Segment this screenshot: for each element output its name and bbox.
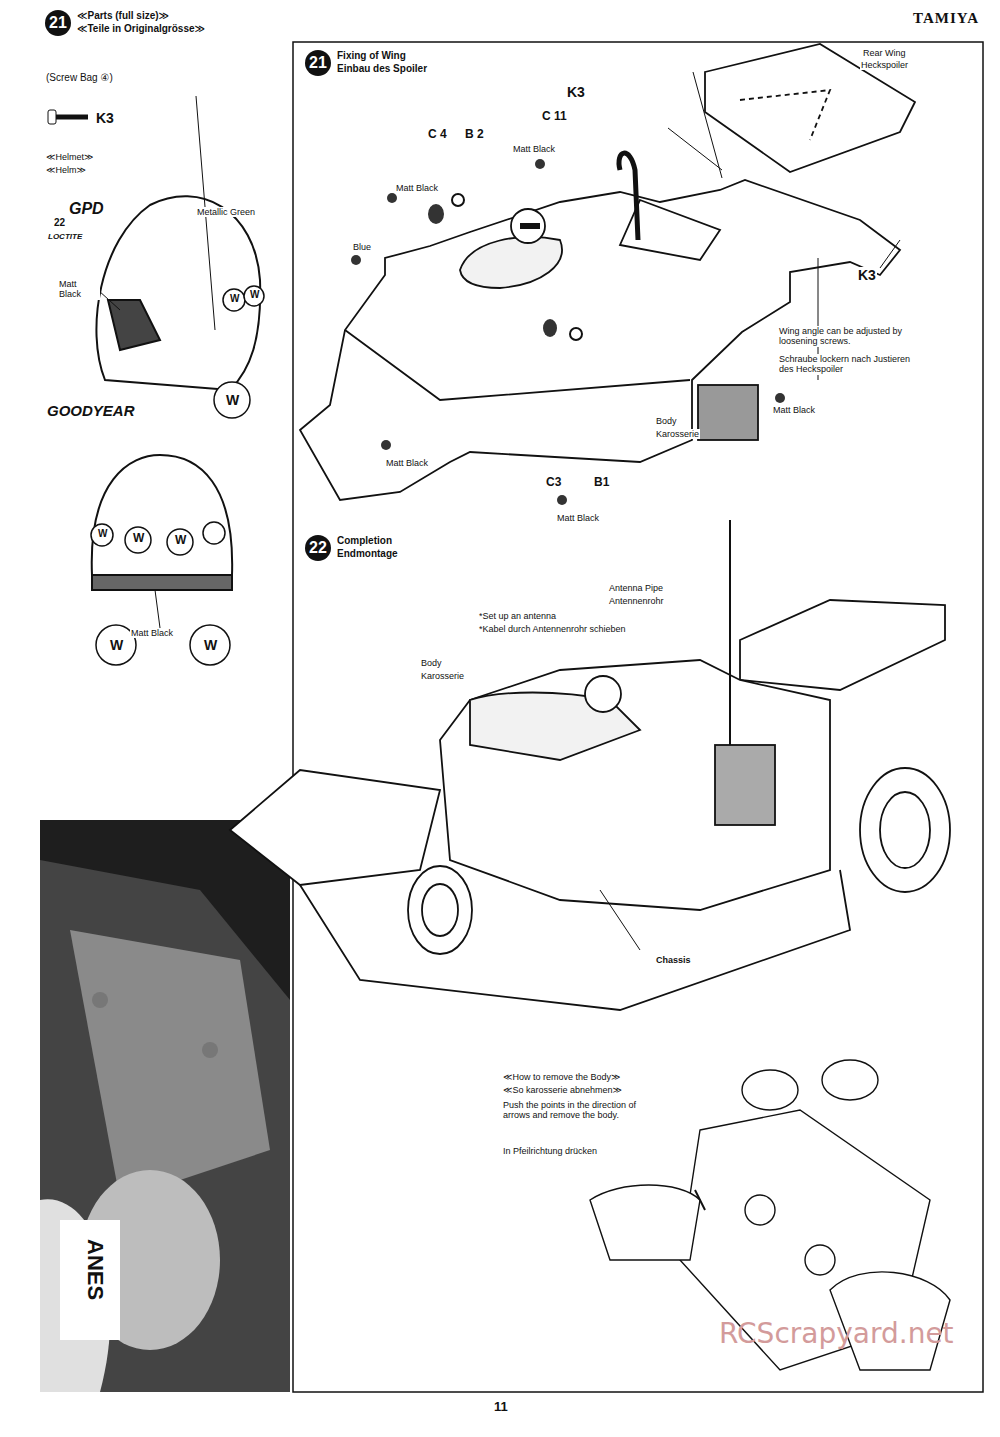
note-label: TAMIYA <box>912 10 980 27</box>
part-callout: W <box>225 392 240 408</box>
note-label: Antennenrohr <box>608 596 665 606</box>
heading-group: ≪Parts (full size)≫≪Teile in Originalgrö… <box>77 10 205 35</box>
part-callout: 11 <box>493 1400 509 1415</box>
note-label: *Set up an antenna <box>478 611 557 621</box>
step-title: Fixing of Wing <box>337 50 427 63</box>
part-callout: Blue <box>352 242 372 252</box>
part-callout: ANES <box>83 1238 108 1301</box>
note-label: *Kabel durch Antennenrohr schieben <box>478 624 627 634</box>
part-callout: K3 <box>857 267 877 283</box>
step-title: Einbau des Spoiler <box>337 63 427 76</box>
note-label: Wing angle can be adjusted by loosening … <box>778 326 930 347</box>
note-label: Push the points in the direction of arro… <box>502 1100 646 1121</box>
note-label: Matt Black <box>395 183 439 193</box>
part-callout: C 11 <box>541 110 568 124</box>
note-label: Heckspoiler <box>860 60 909 70</box>
note-label: Matt Black <box>556 513 600 523</box>
heading-group: Fixing of WingEinbau des Spoiler <box>337 50 427 75</box>
small-parts-21 <box>351 159 785 505</box>
step-number: 21 <box>45 10 71 36</box>
note-label: Matt Black <box>130 628 174 638</box>
step-heading: 22CompletionEndmontage <box>305 535 398 561</box>
part-callout: W <box>174 534 187 548</box>
note-label: Antenna Pipe <box>608 583 664 593</box>
decal-w <box>214 382 250 418</box>
note-label: Matt Black <box>385 458 429 468</box>
note-label: Matt Black <box>772 405 816 415</box>
note-label: GOODYEAR <box>46 402 136 419</box>
step-number: 21 <box>305 50 331 76</box>
note-label: Matt Black <box>58 279 100 300</box>
note-label: Schraube lockern nach Justieren des Heck… <box>778 354 920 375</box>
note-label: Chassis <box>655 955 692 965</box>
note-label: ≪So karosserie abnehmen≫ <box>502 1085 623 1095</box>
part-callout: 22 <box>53 217 66 229</box>
note-label: LOCTITE <box>47 232 83 241</box>
part-callout: Body <box>420 658 443 668</box>
note-label: ≪How to remove the Body≫ <box>502 1072 621 1082</box>
part-callout: GPD <box>68 200 105 218</box>
part-callout: W <box>109 637 124 653</box>
step-heading: 21≪Parts (full size)≫≪Teile in Originalg… <box>45 10 205 36</box>
heading-group: CompletionEndmontage <box>337 535 398 560</box>
part-callout: W <box>249 289 260 301</box>
note-label: Karosserie <box>420 671 465 681</box>
helmet-side <box>96 96 264 390</box>
step-title: Endmontage <box>337 548 398 561</box>
part-callout: B 2 <box>464 128 485 142</box>
screw-icon <box>48 110 88 124</box>
photo <box>40 820 290 1392</box>
part-callout: W <box>203 637 218 653</box>
step-title: ≪Teile in Originalgrösse≫ <box>77 23 205 36</box>
part-callout: K3 <box>95 110 115 126</box>
part-callout: B1 <box>593 476 610 490</box>
note-label: Metallic Green <box>196 207 256 217</box>
part-callout: C3 <box>545 476 562 490</box>
panel-frame <box>293 42 983 1392</box>
note-label: In Pfeilrichtung drücken <box>502 1146 598 1156</box>
step-heading: 21Fixing of WingEinbau des Spoiler <box>305 50 427 76</box>
part-callout: W <box>97 528 108 540</box>
part-callout: Body <box>655 416 678 426</box>
note-label: Rear Wing <box>862 48 907 58</box>
note-label: (Screw Bag ④) <box>45 72 114 84</box>
part-callout: W <box>132 532 145 546</box>
step-title: Completion <box>337 535 398 548</box>
note-label: Matt Black <box>512 144 556 154</box>
part-callout: W <box>229 293 240 305</box>
part-callout: K3 <box>566 84 586 100</box>
step-number: 22 <box>305 535 331 561</box>
note-label: RCScrapyard.net <box>718 1318 955 1350</box>
step-title: ≪Parts (full size)≫ <box>77 10 205 23</box>
part-callout: C 4 <box>427 128 448 142</box>
note-label: Karosserie <box>655 429 700 439</box>
note-label: ≪Helmet≫ <box>45 152 94 162</box>
car-complete-22 <box>230 520 950 1010</box>
note-label: ≪Helm≫ <box>45 165 87 175</box>
helmet-rear <box>91 455 232 665</box>
